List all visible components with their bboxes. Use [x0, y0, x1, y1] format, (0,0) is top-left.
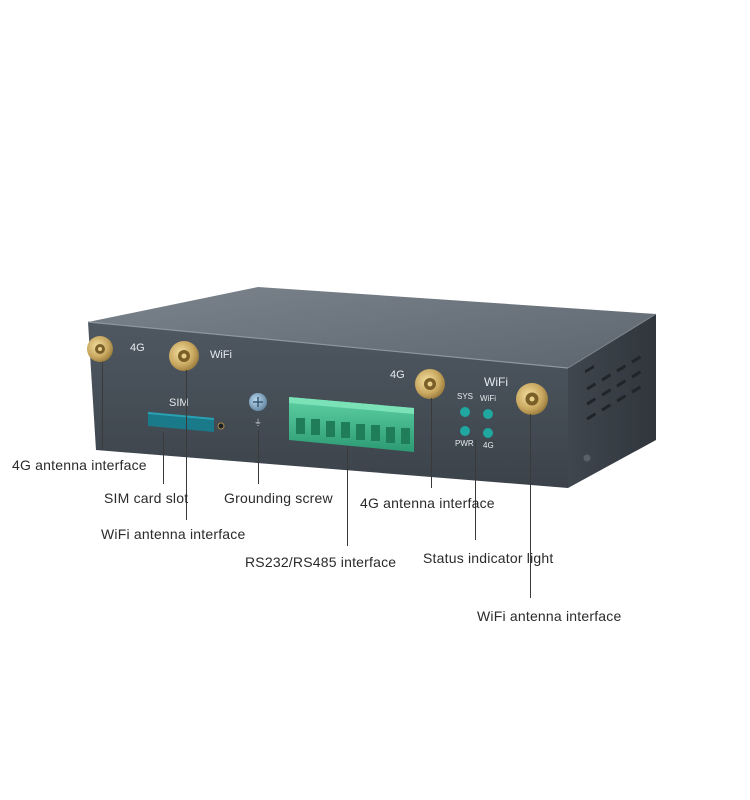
leader-line-grounding — [258, 430, 259, 484]
silk-left-4g: 4G — [130, 342, 145, 354]
chassis-side — [568, 314, 656, 488]
right-wifi-antenna-connector — [516, 383, 548, 415]
callout-right-4g-antenna: 4G antenna interface — [360, 495, 495, 511]
right-4g-antenna-connector — [415, 369, 445, 399]
leader-line-right-wifi — [530, 414, 531, 598]
callout-sim-slot: SIM card slot — [104, 490, 189, 506]
left-4g-antenna-connector — [87, 336, 113, 362]
callout-serial-interface: RS232/RS485 interface — [245, 554, 397, 570]
silk-led-wifi: WiFi — [480, 394, 496, 403]
side-vent-rows — [586, 355, 642, 421]
callout-status-led: Status indicator light — [423, 550, 554, 566]
silk-led-pwr: PWR — [455, 439, 474, 448]
reset-pinhole — [217, 422, 225, 430]
silk-left-wifi: WiFi — [210, 349, 232, 361]
grounding-screw: ⏚ — [249, 393, 267, 427]
callout-left-4g-antenna: 4G antenna interface — [12, 457, 147, 473]
leader-line-left-wifi — [186, 370, 187, 520]
silk-sim: SIM — [169, 397, 189, 409]
leader-line-status — [475, 440, 476, 540]
rs232-rs485-terminal-block — [289, 397, 414, 452]
svg-text:⏚: ⏚ — [254, 418, 262, 427]
sim-card-slot — [148, 412, 214, 432]
leader-line-right-4g — [431, 398, 432, 488]
silk-led-4g: 4G — [483, 441, 494, 450]
leader-line-serial — [347, 446, 348, 546]
silk-led-sys: SYS — [457, 392, 473, 401]
side-vents — [585, 365, 594, 374]
leader-line-sim — [163, 432, 164, 484]
chassis-top — [88, 287, 656, 368]
side-screw — [583, 454, 591, 462]
left-wifi-antenna-connector — [169, 341, 199, 371]
silk-right-4g: 4G — [390, 369, 405, 381]
status-indicator-leds — [460, 407, 493, 438]
callout-right-wifi-antenna: WiFi antenna interface — [477, 608, 622, 624]
callout-left-wifi-antenna: WiFi antenna interface — [101, 526, 246, 542]
leader-line-left-4g — [102, 362, 103, 450]
silk-right-wifi: WiFi — [484, 375, 508, 389]
callout-grounding-screw: Grounding screw — [224, 490, 333, 506]
